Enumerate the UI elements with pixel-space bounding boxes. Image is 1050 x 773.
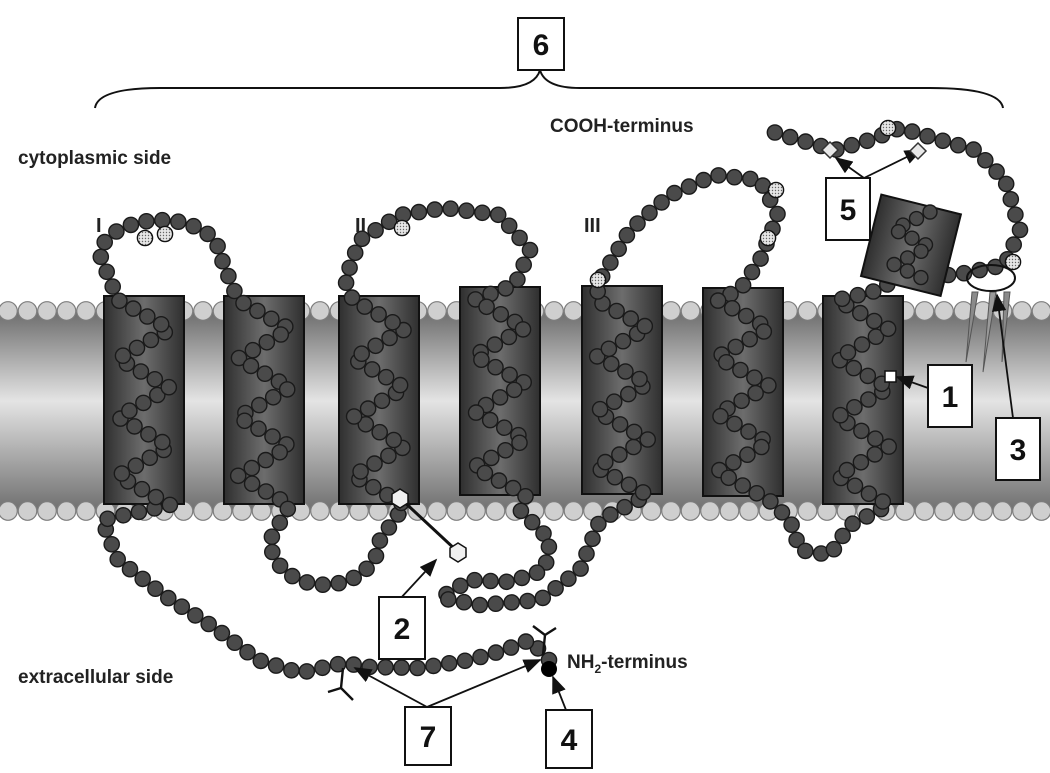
extracellular-side-label: extracellular side — [18, 667, 173, 688]
svg-text:6: 6 — [533, 29, 550, 62]
helix-8-beads — [886, 204, 938, 286]
callout-box-6: 6 — [517, 17, 565, 71]
callout-box-7: 7 — [404, 706, 452, 766]
cooh-terminus-label: COOH-terminus — [550, 116, 694, 137]
svg-text:4: 4 — [561, 724, 578, 757]
nh2-terminus-label: NH2-terminus — [567, 652, 688, 676]
brace-6 — [94, 66, 1004, 109]
svg-text:7: 7 — [420, 721, 437, 754]
callout-box-4: 4 — [545, 709, 593, 769]
callout-arrows — [353, 149, 1014, 711]
disulfide-bond — [398, 496, 460, 554]
marked-residues — [391, 140, 928, 677]
polypeptide-chain — [92, 119, 1029, 680]
callout-box-3: 3 — [995, 417, 1041, 481]
glycosylation-forks — [327, 625, 557, 701]
helix-group-label-1: I — [96, 215, 102, 237]
svg-text:5: 5 — [840, 194, 857, 227]
svg-text:2: 2 — [394, 613, 411, 646]
svg-text:3: 3 — [1010, 434, 1027, 467]
helix-group-label-2: II — [355, 215, 366, 237]
callout-box-5: 5 — [825, 177, 871, 241]
callout-box-2: 2 — [378, 596, 426, 660]
svg-text:1: 1 — [942, 381, 959, 414]
callout-box-1: 1 — [927, 364, 973, 428]
cytoplasmic-side-label: cytoplasmic side — [18, 148, 171, 169]
helix-group-label-3: III — [584, 215, 601, 237]
